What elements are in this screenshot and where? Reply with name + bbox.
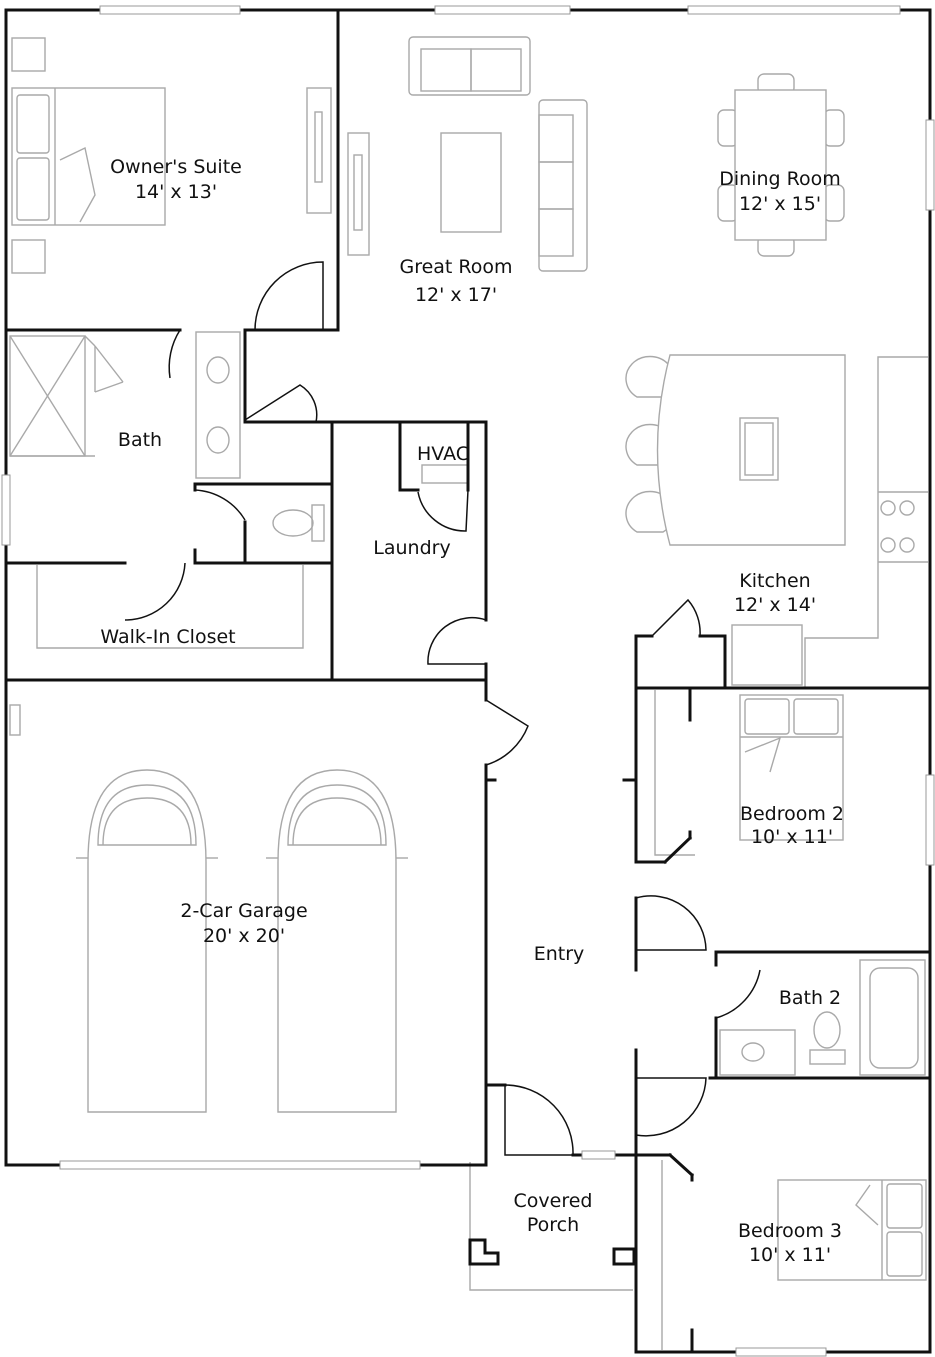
laundry-name: Laundry (373, 537, 450, 559)
kitchen-sink (739, 417, 779, 481)
closet-shelf (654, 690, 695, 856)
hvac-name: HVAC (417, 443, 469, 465)
vanity (719, 1029, 796, 1076)
bed-bedroom-2 (739, 694, 844, 841)
owners-suite-dims: 14' x 13' (135, 181, 217, 203)
bedroom-3-dims: 10' x 11' (749, 1244, 831, 1266)
water-heater (9, 704, 21, 736)
entry-name: Entry (534, 943, 585, 965)
bedroom-2-dims: 10' x 11' (751, 826, 833, 848)
coffee-table (440, 132, 502, 233)
tv-console (347, 132, 370, 256)
kitchen-counter (804, 356, 928, 687)
garage-name: 2-Car Garage (180, 900, 307, 922)
great-room-dims: 12' x 17' (415, 284, 497, 306)
kitchen-island (625, 354, 846, 546)
toilet (809, 1011, 846, 1065)
walk-in-closet-name: Walk-In Closet (100, 626, 235, 648)
refrigerator (731, 624, 803, 686)
sectional-sofa (538, 99, 588, 272)
window (1, 474, 11, 546)
covered-porch-name-2: Porch (527, 1214, 579, 1236)
bed-bedroom-3 (777, 1179, 927, 1281)
toilet (272, 504, 325, 542)
dining-room-dims: 12' x 15' (739, 193, 821, 215)
bath-2-name: Bath 2 (779, 987, 841, 1009)
dresser-tv (314, 111, 323, 183)
bed-owners-suite (11, 87, 166, 226)
bedroom-2-name: Bedroom 2 (740, 803, 844, 825)
nightstand (11, 239, 46, 274)
tv (353, 154, 363, 231)
owners-suite-name: Owner's Suite (110, 156, 242, 178)
dresser (306, 87, 332, 214)
kitchen-name: Kitchen (739, 570, 810, 592)
fixtures (9, 36, 928, 1350)
room-labels: Owner's Suite 14' x 13' Great Room 12' x… (100, 156, 844, 1266)
great-room-name: Great Room (399, 256, 512, 278)
bedroom-3-name: Bedroom 3 (738, 1220, 842, 1242)
windows (1, 5, 935, 1357)
garage-door (59, 1160, 421, 1170)
closet-shelf (36, 565, 304, 649)
window (925, 774, 935, 866)
bath-name: Bath (118, 429, 162, 451)
dining-room-name: Dining Room (719, 168, 840, 190)
cooktop (878, 491, 928, 563)
covered-porch-name-1: Covered (514, 1190, 593, 1212)
nightstand (11, 37, 46, 72)
shower (9, 335, 124, 457)
dining-table (717, 73, 845, 257)
porch-outline (469, 1162, 633, 1291)
kitchen-dims: 12' x 14' (734, 594, 816, 616)
vanity (195, 331, 241, 479)
window (99, 5, 241, 15)
hvac-unit (421, 464, 469, 484)
window (581, 1150, 616, 1160)
car (76, 769, 218, 1113)
car (266, 769, 408, 1113)
window (925, 119, 935, 211)
sofa (408, 36, 531, 96)
window (687, 5, 901, 15)
doors (124, 261, 761, 1156)
garage-dims: 20' x 20' (203, 925, 285, 947)
window (735, 1347, 827, 1357)
window (434, 5, 571, 15)
bathtub (859, 959, 926, 1076)
